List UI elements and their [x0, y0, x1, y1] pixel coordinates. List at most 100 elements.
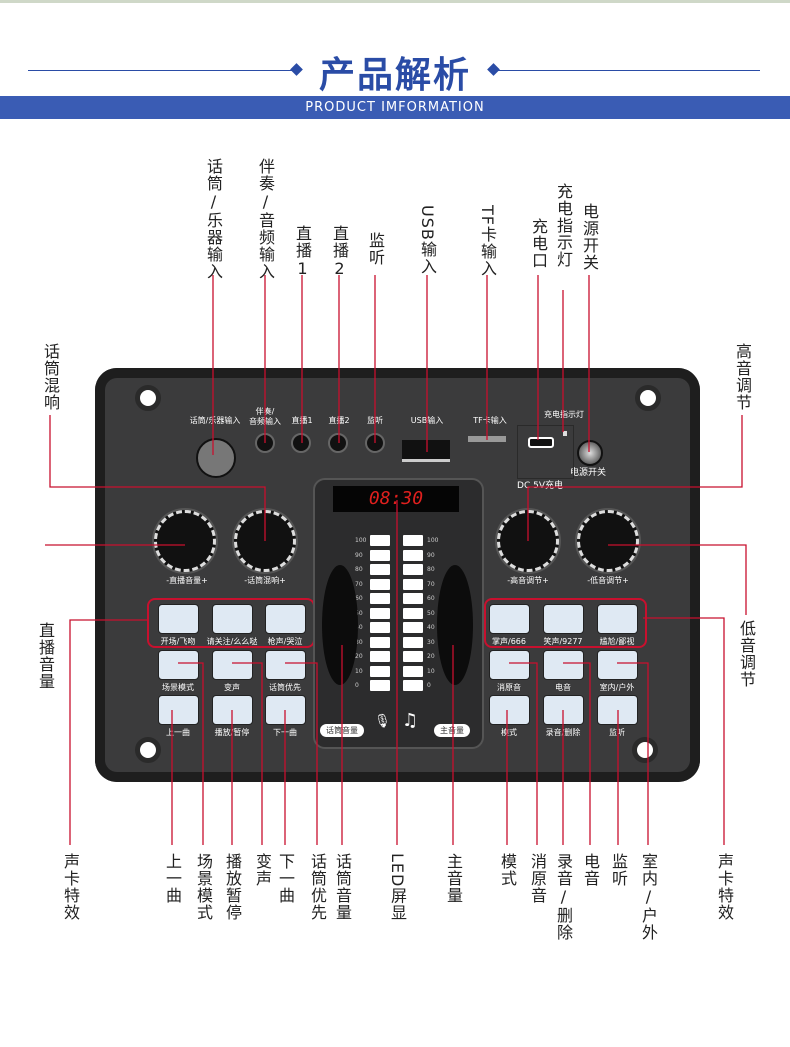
- live2-jack[interactable]: [328, 433, 348, 453]
- button-label: 模式: [501, 728, 517, 737]
- meter-tick: 90: [355, 551, 363, 559]
- callout-power: 电源开关: [580, 203, 599, 271]
- meter-cell: [370, 578, 390, 590]
- callout-bottom: 录音/删除: [554, 853, 573, 941]
- callout-mic-reverb: 话筒混响: [41, 343, 60, 411]
- fader-label: 主音量: [434, 724, 470, 737]
- right-button[interactable]: [489, 695, 530, 725]
- mic-input-jack[interactable]: [196, 438, 236, 478]
- button-label: 话筒优先: [269, 683, 301, 692]
- callout-bottom: 上一曲: [163, 853, 182, 904]
- button-label: 室内/户外: [599, 683, 635, 692]
- left-button[interactable]: [212, 604, 253, 634]
- knob-label: -高音调节+: [507, 576, 549, 585]
- mic-volume-fader[interactable]: [322, 565, 358, 685]
- meter-tick: 100: [355, 537, 367, 544]
- screw-hole: [135, 385, 161, 411]
- callout-bottom: 话筒优先: [308, 853, 327, 921]
- bass-knob[interactable]: [577, 510, 639, 572]
- microphone-icon: 🎙: [374, 714, 391, 729]
- meter-tick: 100: [427, 537, 439, 544]
- right-button[interactable]: [597, 604, 638, 634]
- callout-mic-input: 话筒/乐器输入: [204, 158, 223, 280]
- right-button[interactable]: [543, 604, 584, 634]
- button-label: 变声: [224, 683, 240, 692]
- live-volume-knob[interactable]: [154, 510, 216, 572]
- callout-usb: USB输入: [418, 205, 437, 275]
- left-button[interactable]: [158, 650, 199, 680]
- meter-cell: [370, 651, 390, 662]
- callout-live2: 直播2: [330, 225, 349, 279]
- treble-knob[interactable]: [497, 510, 559, 572]
- meter-tick: 70: [355, 580, 363, 588]
- usb-port[interactable]: [402, 440, 450, 462]
- button-label: 掌声/666: [492, 637, 526, 646]
- meter-tick: 20: [355, 653, 363, 660]
- callout-monitor: 监听: [366, 232, 385, 266]
- left-button[interactable]: [265, 604, 306, 634]
- meter-tick: 10: [427, 667, 435, 675]
- power-switch[interactable]: [577, 440, 603, 466]
- meter-tick: 70: [427, 580, 435, 588]
- subtitle-band: PRODUCT IMFORMATION: [0, 96, 790, 119]
- button-label: 电音: [555, 683, 571, 692]
- left-button[interactable]: [158, 695, 199, 725]
- callout-charge-port: 充电口: [529, 218, 548, 269]
- callout-bottom: 声卡特效: [715, 853, 734, 921]
- callout-live1: 直播1: [293, 225, 312, 279]
- meter-tick: 90: [427, 551, 435, 559]
- right-button[interactable]: [597, 650, 638, 680]
- callout-bass: 低音调节: [737, 620, 756, 688]
- left-button[interactable]: [212, 650, 253, 680]
- callout-bottom: 变声: [253, 853, 272, 887]
- meter-cell: [370, 607, 390, 619]
- meter-cell: [370, 549, 390, 561]
- left-button[interactable]: [158, 604, 199, 634]
- meter-cell: [370, 665, 390, 677]
- micro-usb-port[interactable]: [528, 437, 554, 448]
- meter-cell: [403, 607, 423, 619]
- meter-tick: 30: [355, 638, 363, 646]
- meter-cell: [370, 622, 390, 633]
- button-label: 上一曲: [166, 728, 190, 737]
- meter-cell: [370, 535, 390, 546]
- screw-hole: [632, 737, 658, 763]
- callout-bottom: 监听: [609, 853, 628, 887]
- meter-tick: 60: [427, 595, 435, 602]
- port-label: TF卡输入: [473, 416, 507, 425]
- right-button[interactable]: [489, 604, 530, 634]
- right-button[interactable]: [543, 650, 584, 680]
- port-label: 充电指示灯: [544, 410, 584, 419]
- meter-cell: [370, 593, 390, 604]
- callout-bottom: 播放暂停: [223, 853, 242, 921]
- meter-cell: [403, 665, 423, 677]
- callout-bottom: 下一曲: [276, 853, 295, 904]
- meter-cell: [403, 593, 423, 604]
- meter-tick: 0: [355, 682, 359, 689]
- callout-bottom: 话筒音量: [333, 853, 352, 921]
- charge-indicator-led: [563, 431, 567, 436]
- meter-tick: 30: [427, 638, 435, 646]
- meter-cell: [403, 564, 423, 575]
- live1-jack[interactable]: [291, 433, 311, 453]
- music-note-icon: ♫: [402, 710, 419, 731]
- callout-bottom: 室内/户外: [639, 853, 658, 941]
- meter-cell: [403, 680, 423, 691]
- callout-live-volume: 直播音量: [36, 622, 55, 690]
- meter-tick: 50: [427, 609, 435, 617]
- meter-cell: [403, 578, 423, 590]
- meter-cell: [403, 636, 423, 648]
- screw-hole: [635, 385, 661, 411]
- master-volume-fader[interactable]: [437, 565, 473, 685]
- left-button[interactable]: [265, 650, 306, 680]
- meter-tick: 0: [427, 682, 431, 689]
- callout-bottom: 主音量: [444, 853, 463, 904]
- meter-cell: [403, 622, 423, 633]
- callout-bottom: 模式: [498, 853, 517, 887]
- meter-cell: [370, 564, 390, 575]
- button-label: 笑声/9277: [543, 637, 583, 646]
- right-button[interactable]: [489, 650, 530, 680]
- meter-cell: [403, 549, 423, 561]
- port-label: DC 5V充电: [517, 481, 563, 491]
- meter-tick: 80: [355, 566, 363, 573]
